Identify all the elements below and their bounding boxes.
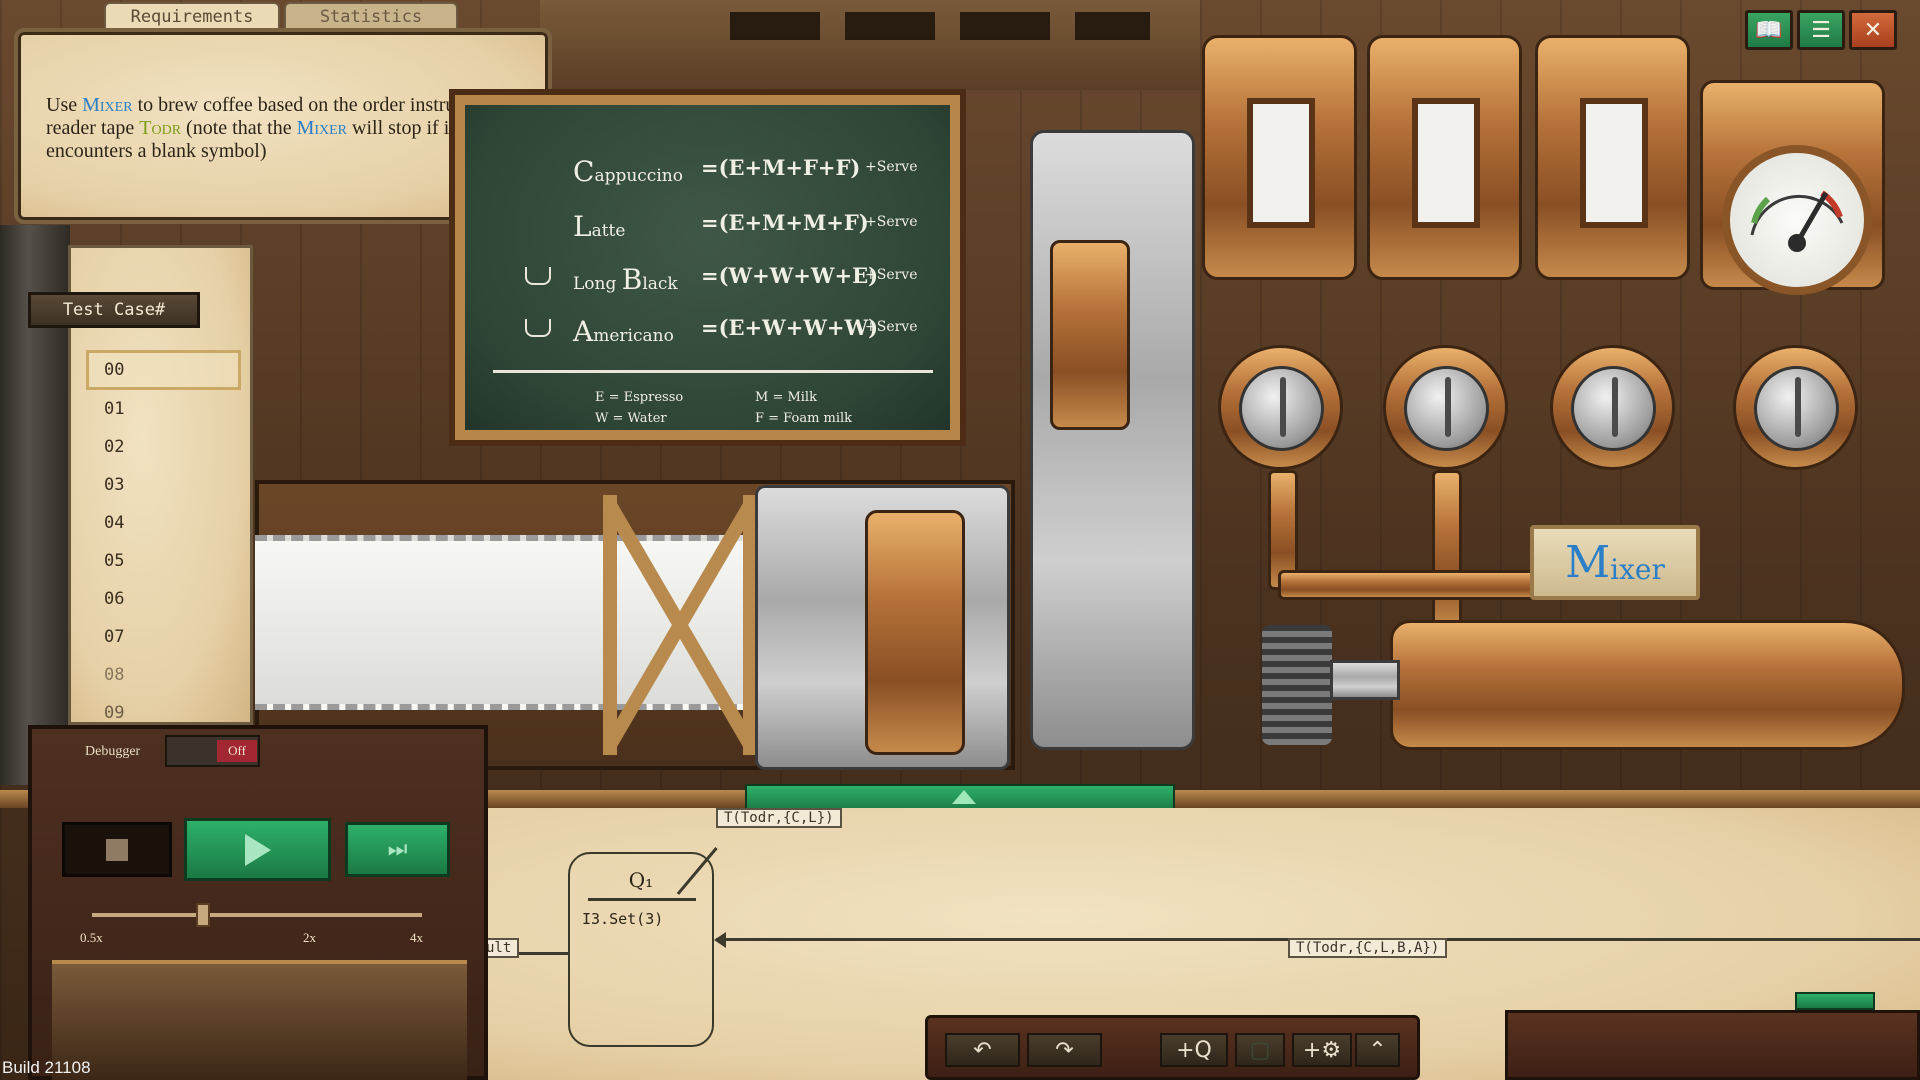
transition-tag[interactable]: T(Todr,{C,L,B,A}) [1288,938,1448,958]
keyword-todr: Todr [139,117,182,139]
valve [1383,345,1508,470]
debugger-toggle[interactable]: Off [165,735,260,767]
test-case-label: Test Case# [28,292,200,328]
state-title: Q₁ [628,868,654,892]
debugger-toggle-state: Off [217,740,257,762]
tank-window [1247,98,1315,228]
add-gear-button[interactable]: +⚙ [1292,1033,1352,1067]
debugger-base [52,960,467,1080]
test-case-selected-highlight [86,350,241,390]
speed-slider-handle[interactable] [196,903,210,927]
valve-knob[interactable] [1404,366,1489,451]
mixer-shaft [1330,660,1400,700]
mixer-drum [1390,620,1905,750]
test-case-item[interactable]: 00 [104,360,125,380]
chevron-up-icon[interactable]: ⌃ [1355,1033,1400,1067]
tape-roller [865,510,965,755]
tank-window [1412,98,1480,228]
valve-knob[interactable] [1571,366,1656,451]
chevron-down-icon[interactable] [1795,992,1875,1010]
step-forward-icon: ⏭ [387,837,408,862]
menu-icon[interactable]: ☰ [1797,10,1845,50]
play-button[interactable] [184,818,331,881]
recipe-chalkboard: Cappuccino =(E+M+F+F) +Serve Latte =(E+M… [449,89,966,446]
test-case-item[interactable]: 07 [104,627,125,647]
state-divider [588,898,696,901]
pressure-gauge [1722,145,1872,295]
close-icon[interactable]: ✕ [1849,10,1897,50]
tab-requirements[interactable]: Requirements [104,2,280,30]
state-node[interactable]: Q₁ I3.Set(3) [568,852,714,1047]
requirements-text: Use Mixer to brew coffee based on the or… [46,94,529,162]
test-case-item[interactable]: 04 [104,513,125,533]
piston-cylinder [1050,240,1130,430]
vent-slots [730,12,1150,40]
redo-icon[interactable]: ↷ [1027,1033,1102,1067]
test-case-item[interactable]: 03 [104,475,125,495]
add-state-button[interactable]: +Q [1160,1033,1228,1067]
speed-label: 0.5x [80,930,103,945]
play-icon [244,833,271,866]
legend-foam-milk: F = Foam milk [755,411,853,426]
speed-label: 4x [410,930,423,945]
tank-espresso [1202,35,1357,280]
build-label: Build 21108 [2,1058,91,1077]
test-case-item[interactable]: 02 [104,437,125,457]
tab-statistics[interactable]: Statistics [284,2,458,30]
stop-button[interactable] [62,822,172,877]
test-case-item[interactable]: 01 [104,399,125,419]
cup-icon [525,319,551,337]
debugger-label: Debugger [85,744,141,759]
cup-icon [525,267,551,285]
test-case-item[interactable]: 05 [104,551,125,571]
bottom-right-panel [1505,1010,1920,1080]
keyword-mixer: Mixer [296,117,348,139]
edge [480,952,568,955]
valve-knob[interactable] [1754,366,1839,451]
legend-water: W = Water [595,411,667,426]
state-action: I3.Set(3) [582,910,664,928]
keyword-mixer: Mixer [82,94,133,116]
valve [1218,345,1343,470]
valve [1550,345,1675,470]
test-case-item[interactable]: 09 [104,703,125,723]
tank-water [1535,35,1690,280]
delete-icon[interactable]: ▢ [1235,1033,1285,1067]
arrow-left-icon [714,932,726,948]
tank-window [1580,98,1648,228]
gauge-needle-icon [1750,190,1844,252]
legend-milk: M = Milk [755,390,817,405]
stop-icon [106,838,128,861]
mixer-gear [1262,625,1332,745]
test-case-item[interactable]: 06 [104,589,125,609]
valve-knob[interactable] [1239,366,1324,451]
pipe [1432,470,1462,630]
test-case-item[interactable]: 08 [104,665,125,685]
chalk-divider [493,370,933,373]
valve [1733,345,1858,470]
pipe [1278,570,1538,600]
tank-milk [1367,35,1522,280]
step-button[interactable]: ⏭ [345,822,450,877]
transition-tag[interactable]: T(Todr,{C,L}) [716,808,842,828]
chevron-up-icon[interactable] [952,790,976,804]
book-icon[interactable]: 📖 [1745,10,1793,50]
undo-icon[interactable]: ↶ [945,1033,1020,1067]
piston-column [1030,130,1195,750]
legend-espresso: E = Espresso [595,390,684,405]
speed-slider[interactable] [92,913,422,917]
speed-label: 2x [303,930,316,945]
